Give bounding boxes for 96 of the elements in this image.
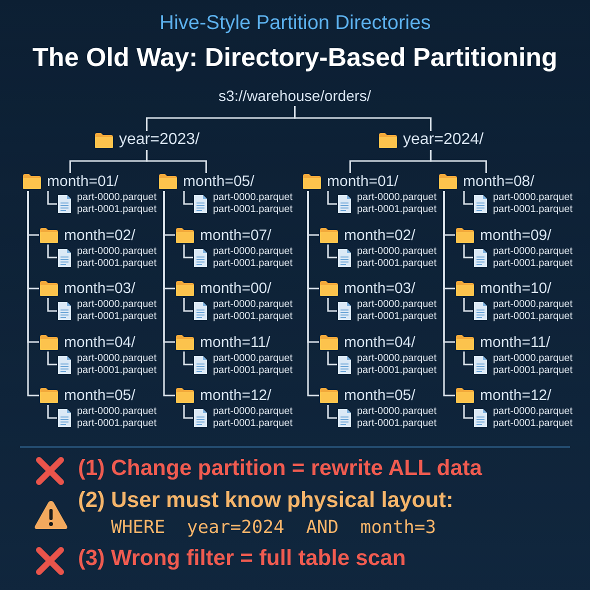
file-name: part-0000.parquet xyxy=(213,299,293,311)
code-snippet: WHERE year=2024 AND month=3 xyxy=(111,517,436,538)
tree-connector xyxy=(463,298,473,312)
file-name: part-0001.parquet xyxy=(493,311,573,323)
file-name: part-0000.parquet xyxy=(493,299,573,311)
file-name: part-0001.parquet xyxy=(213,418,293,430)
tree-connector xyxy=(307,191,319,396)
file-name: part-0000.parquet xyxy=(357,406,437,418)
file-name: part-0001.parquet xyxy=(213,204,293,216)
file-name: part-0001.parquet xyxy=(77,418,157,430)
file-name: part-0000.parquet xyxy=(213,352,293,364)
file-name: part-0000.parquet xyxy=(357,192,437,204)
tree-connector xyxy=(47,298,57,312)
tree-connector xyxy=(163,191,175,396)
problem-text: (2) User must know physical layout: xyxy=(78,487,454,513)
tree-connector xyxy=(443,191,455,396)
file-name: part-0001.parquet xyxy=(493,364,573,376)
folder-name: month=02/ xyxy=(344,226,416,244)
file-name: part-0001.parquet xyxy=(357,204,437,216)
tree-connector xyxy=(183,244,193,258)
folder-name: year=2024/ xyxy=(403,131,484,149)
file-name: part-0000.parquet xyxy=(77,352,157,364)
folder-name: year=2023/ xyxy=(119,131,200,149)
folder-name: month=12/ xyxy=(200,387,272,404)
file-name: part-0000.parquet xyxy=(357,299,437,311)
file-name: part-0000.parquet xyxy=(77,299,157,311)
file-name: part-0001.parquet xyxy=(77,364,157,376)
folder-name: month=05/ xyxy=(183,173,254,190)
tree-connector xyxy=(47,352,57,366)
tree-connector xyxy=(183,298,193,312)
folder-name: month=03/ xyxy=(344,280,416,297)
folder-name: month=04/ xyxy=(344,334,416,350)
problem-text: (3) Wrong filter = full table scan xyxy=(78,545,406,571)
file-name: part-0001.parquet xyxy=(213,258,293,270)
file-name: part-0000.parquet xyxy=(213,192,293,204)
file-name: part-0001.parquet xyxy=(357,418,437,430)
tree-connector xyxy=(430,150,487,173)
folder-name: month=05/ xyxy=(64,387,136,404)
file-name: part-0000.parquet xyxy=(493,352,573,364)
tree-connector xyxy=(294,106,432,131)
file-name: part-0001.parquet xyxy=(357,364,437,376)
folder-name: month=01/ xyxy=(47,173,118,190)
folder-name: month=04/ xyxy=(64,334,136,350)
folder-name: month=02/ xyxy=(64,226,136,244)
file-name: part-0000.parquet xyxy=(77,246,157,258)
problem-text: (1) Change partition = rewrite ALL data xyxy=(78,455,482,481)
tree-connector xyxy=(327,405,337,419)
file-name: part-0001.parquet xyxy=(493,258,573,270)
tree-connector xyxy=(183,405,193,419)
tree-connector xyxy=(463,244,473,258)
file-name: part-0000.parquet xyxy=(77,406,157,418)
tree-connector xyxy=(146,150,207,173)
file-name: part-0000.parquet xyxy=(493,246,573,258)
tree-connector xyxy=(327,352,337,366)
file-name: part-0001.parquet xyxy=(77,258,157,270)
tree-connector xyxy=(183,352,193,366)
folder-name: month=07/ xyxy=(200,226,272,244)
file-name: part-0000.parquet xyxy=(493,192,573,204)
file-name: part-0001.parquet xyxy=(357,258,437,270)
folder-name: month=00/ xyxy=(200,280,272,297)
folder-name: month=12/ xyxy=(480,387,552,404)
folder-name: month=01/ xyxy=(327,173,398,190)
tree-connector xyxy=(327,244,337,258)
file-name: part-0001.parquet xyxy=(357,311,437,323)
folder-name: month=11/ xyxy=(200,334,270,350)
tree-connector xyxy=(463,405,473,419)
file-name: part-0000.parquet xyxy=(77,192,157,204)
file-name: part-0001.parquet xyxy=(77,311,157,323)
tree-connector xyxy=(27,191,39,396)
tree-connector xyxy=(47,191,57,205)
file-name: part-0000.parquet xyxy=(493,406,573,418)
folder-name: month=09/ xyxy=(480,226,552,244)
tree-connector xyxy=(327,298,337,312)
tree-connector xyxy=(463,352,473,366)
tree-connector xyxy=(47,405,57,419)
tree-connector xyxy=(327,191,337,205)
file-name: part-0000.parquet xyxy=(357,246,437,258)
folder-name: month=10/ xyxy=(480,280,552,297)
subtitle: Hive-Style Partition Directories xyxy=(160,12,431,35)
file-name: part-0001.parquet xyxy=(213,311,293,323)
file-name: part-0000.parquet xyxy=(357,352,437,364)
file-name: part-0001.parquet xyxy=(493,418,573,430)
folder-name: month=08/ xyxy=(463,173,534,190)
folder-name: month=05/ xyxy=(344,387,416,404)
tree-connector xyxy=(47,244,57,258)
folder-name: month=03/ xyxy=(64,280,136,297)
tree-connector xyxy=(463,191,473,205)
tree-connector xyxy=(183,191,193,205)
file-name: part-0000.parquet xyxy=(213,406,293,418)
title: The Old Way: Directory-Based Partitioning xyxy=(32,42,558,73)
file-name: part-0001.parquet xyxy=(213,364,293,376)
file-name: part-0001.parquet xyxy=(493,204,573,216)
bucket-path: s3://warehouse/orders/ xyxy=(218,88,372,105)
folder-name: month=11/ xyxy=(480,334,550,350)
file-name: part-0001.parquet xyxy=(77,204,157,216)
file-name: part-0000.parquet xyxy=(213,246,293,258)
